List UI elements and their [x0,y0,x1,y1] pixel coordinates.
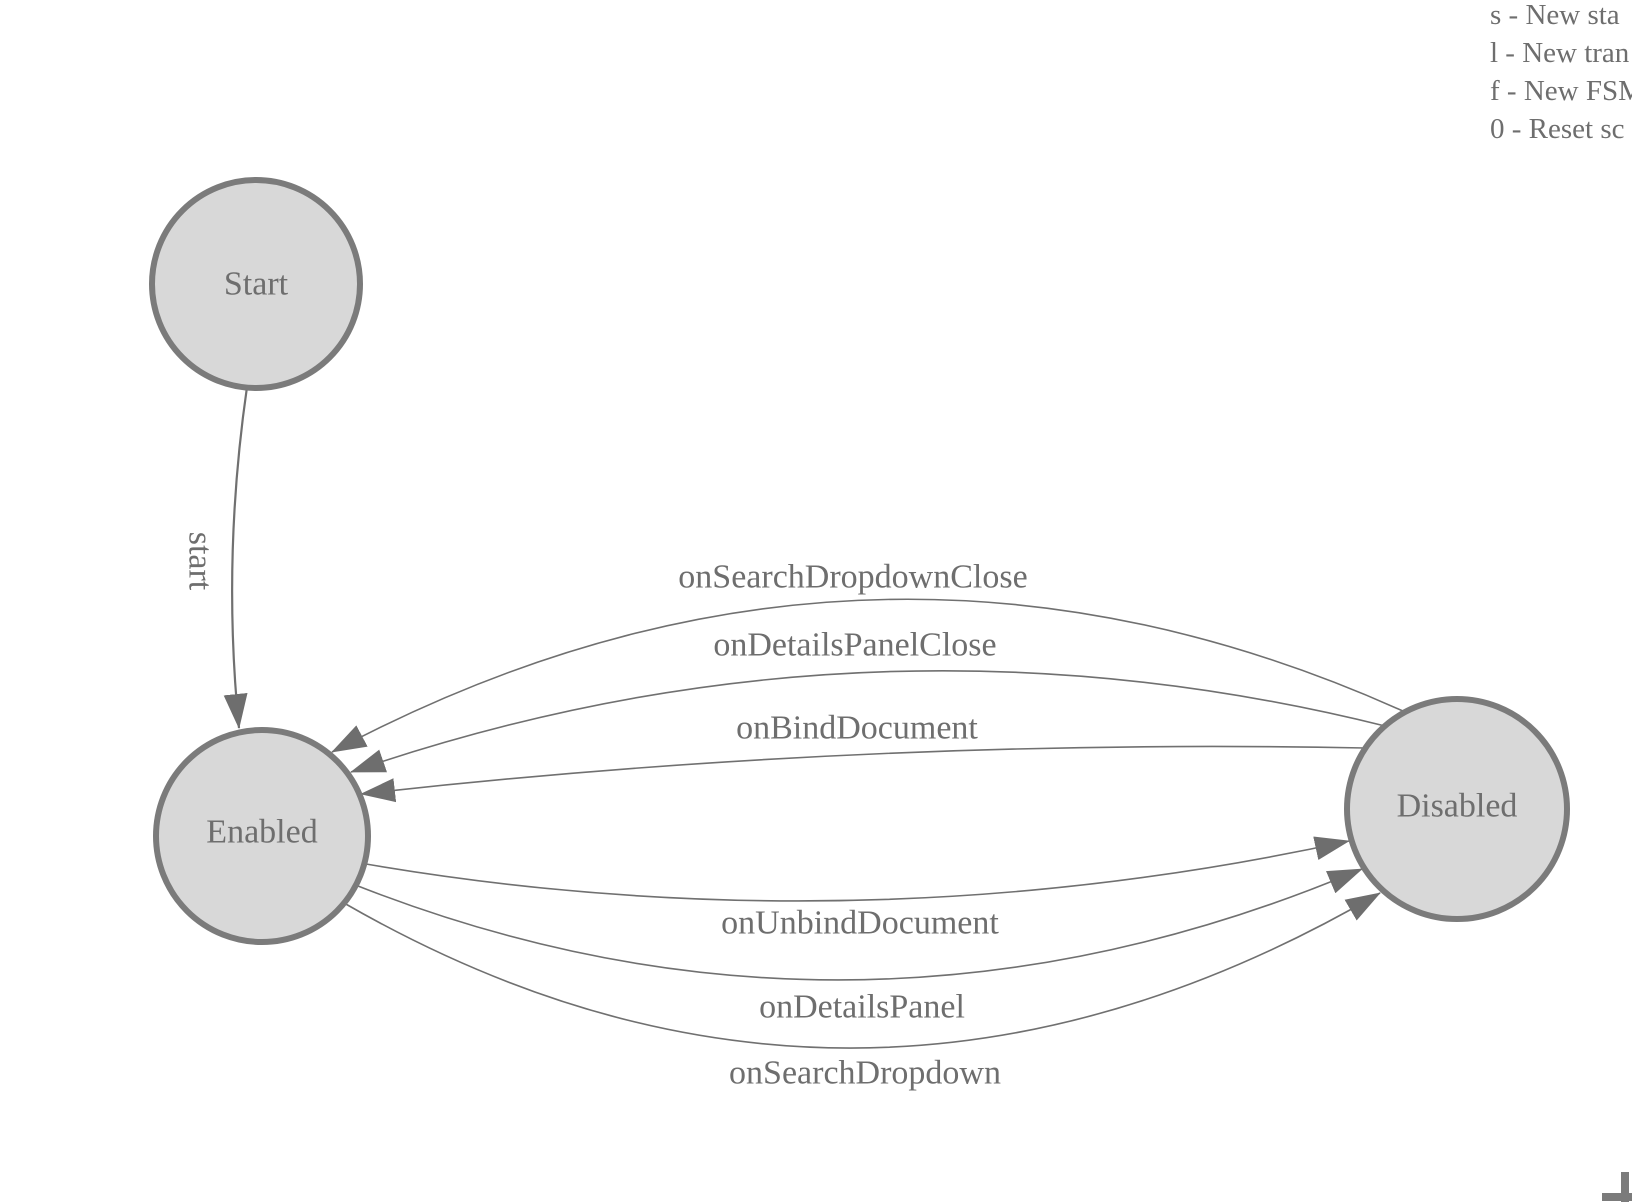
state-label-disabled: Disabled [1397,788,1518,825]
edge-onSearchDropdownClose[interactable] [331,598,1406,753]
edge-onSearchDropdown[interactable] [343,892,1381,1049]
edge-label-start: start [182,532,219,591]
edge-label-onSearchDropdownClose: onSearchDropdownClose [678,559,1027,596]
legend-item-new-transition: l - New tran [1490,37,1630,69]
edge-onUnbindDocument[interactable] [365,836,1350,902]
corner-mark-horizontal-bar [1602,1193,1632,1201]
edge-label-onDetailsPanelClose: onDetailsPanelClose [713,627,996,664]
state-label-start: Start [224,266,289,303]
edge-label-onSearchDropdown: onSearchDropdown [729,1055,1001,1092]
legend-item-new-fsm: f - New FSM [1490,75,1632,107]
legend-item-reset: 0 - Reset sc [1490,113,1625,145]
state-node-disabled[interactable]: Disabled [1344,696,1570,922]
state-circle-enabled[interactable] [153,727,371,945]
state-circle-start[interactable] [149,177,363,391]
edge-label-onDetailsPanel: onDetailsPanel [759,989,965,1026]
edge-onDetailsPanel[interactable] [357,868,1363,981]
state-node-enabled[interactable]: Enabled [153,727,371,945]
legend-item-new-state: s - New sta [1490,0,1620,31]
state-circle-disabled[interactable] [1344,696,1570,922]
edge-label-onUnbindDocument: onUnbindDocument [721,905,999,942]
viewport-corner-mark [1602,1172,1632,1202]
state-label-enabled: Enabled [206,814,317,851]
legend: s - New sta l - New tran f - New FSM 0 -… [1490,0,1632,148]
corner-mark-vertical-bar [1621,1172,1629,1202]
edge-label-onBindDocument: onBindDocument [736,710,978,747]
edge-onDetailsPanelClose[interactable] [350,669,1386,773]
state-node-start[interactable]: Start [149,177,363,391]
edge-start[interactable] [223,386,249,729]
edge-onBindDocument[interactable] [360,745,1366,803]
